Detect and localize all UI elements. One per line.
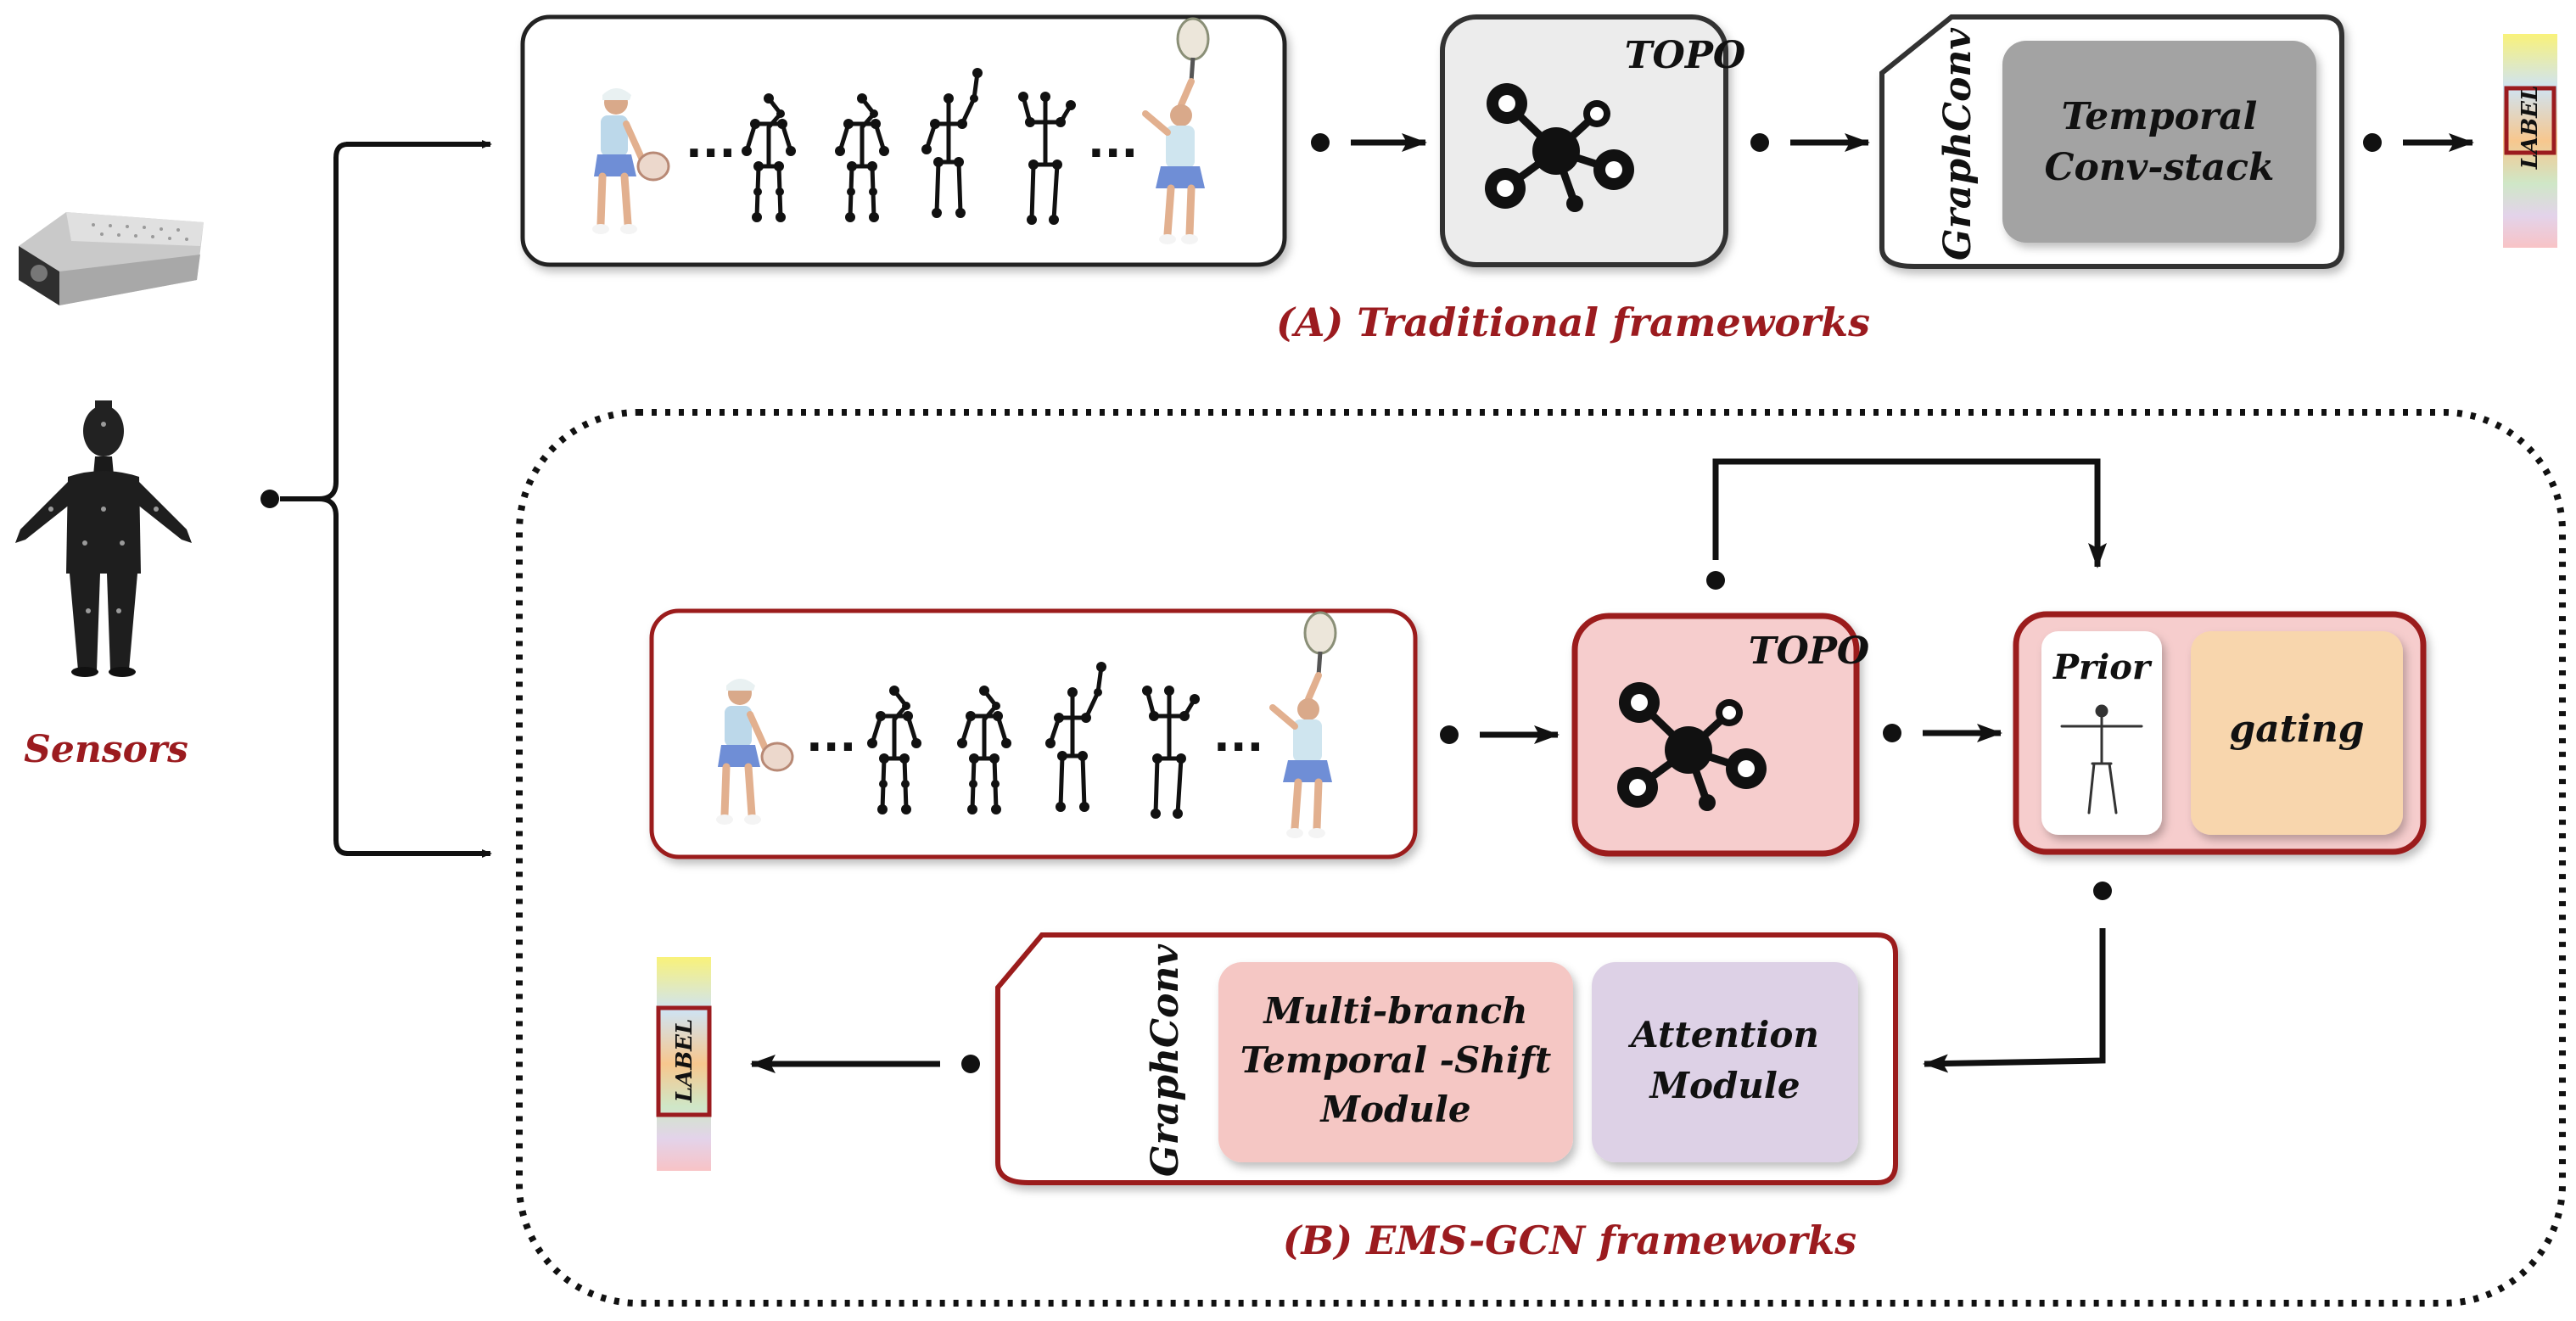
- ems-output-label-bar: LABEL: [656, 957, 712, 1171]
- trad-caption: (A) Traditional frameworks: [1276, 299, 1870, 345]
- attention-module-block: [1592, 962, 1858, 1162]
- svg-text:···: ···: [806, 722, 856, 773]
- gating-card: [2191, 631, 2403, 835]
- traditional-pipeline: ··· ··· TOPO GraphConv Temporal Conv-sta…: [520, 14, 2557, 345]
- ems-skip-connector: [1706, 458, 2107, 590]
- trad-temporal-conv-block: [2002, 41, 2316, 243]
- svg-text:···: ···: [1088, 128, 1138, 179]
- trad-connector-3: [2363, 133, 2474, 152]
- ems-graphconv-label: GraphConv: [1144, 944, 1187, 1177]
- trad-output-label-bar: LABEL: [2503, 34, 2557, 248]
- svg-text:···: ···: [686, 128, 736, 179]
- trad-temporal-line2: Conv-stack: [2044, 146, 2274, 189]
- trad-connector-1: [1311, 133, 1427, 152]
- mbts-line1: Multi-branch: [1262, 990, 1527, 1032]
- ems-output-label: LABEL: [672, 1019, 697, 1104]
- ems-connector-3: [1923, 882, 2112, 1073]
- mbts-module-block: [1218, 962, 1573, 1162]
- attention-line2: Module: [1648, 1065, 1800, 1106]
- trad-output-label: LABEL: [2517, 86, 2543, 171]
- trad-skeleton-sequence-box: [520, 14, 1287, 267]
- ems-pipeline: ··· ··· TOPO Prior: [516, 409, 2566, 1307]
- ems-skeleton-sequence: ··· ···: [716, 613, 1336, 838]
- gating-label: gating: [2229, 708, 2364, 751]
- ems-skeleton-sequence-box: [649, 608, 1418, 859]
- prior-label: Prior: [2052, 647, 2153, 687]
- attention-line1: Attention: [1627, 1014, 1819, 1055]
- ems-topo-label: TOPO: [1749, 630, 1869, 673]
- ems-caption: (B) EMS-GCN frameworks: [1283, 1217, 1856, 1263]
- trad-connector-2: [1750, 133, 1870, 152]
- branch-connector: [260, 140, 492, 858]
- ems-connector-1: [1440, 725, 1560, 744]
- trad-topo-label: TOPO: [1625, 34, 1745, 77]
- svg-text:···: ···: [1213, 722, 1263, 773]
- trad-skeleton-sequence: ··· ···: [592, 19, 1208, 244]
- ems-dotted-frame: [516, 409, 2566, 1307]
- trad-temporal-line1: Temporal: [2062, 95, 2258, 138]
- mbts-line3: Module: [1319, 1089, 1470, 1130]
- ems-connector-4: [750, 1055, 980, 1073]
- sensors-label: Sensors: [24, 728, 188, 771]
- kinect-sensor-icon: [19, 212, 204, 305]
- ems-connector-2: [1883, 724, 2002, 742]
- mbts-line2: Temporal -Shift: [1240, 1039, 1552, 1081]
- mocap-suit-figure: [15, 400, 192, 677]
- trad-graphconv-label: GraphConv: [1936, 28, 1980, 260]
- prior-skeleton-icon: [2060, 704, 2143, 814]
